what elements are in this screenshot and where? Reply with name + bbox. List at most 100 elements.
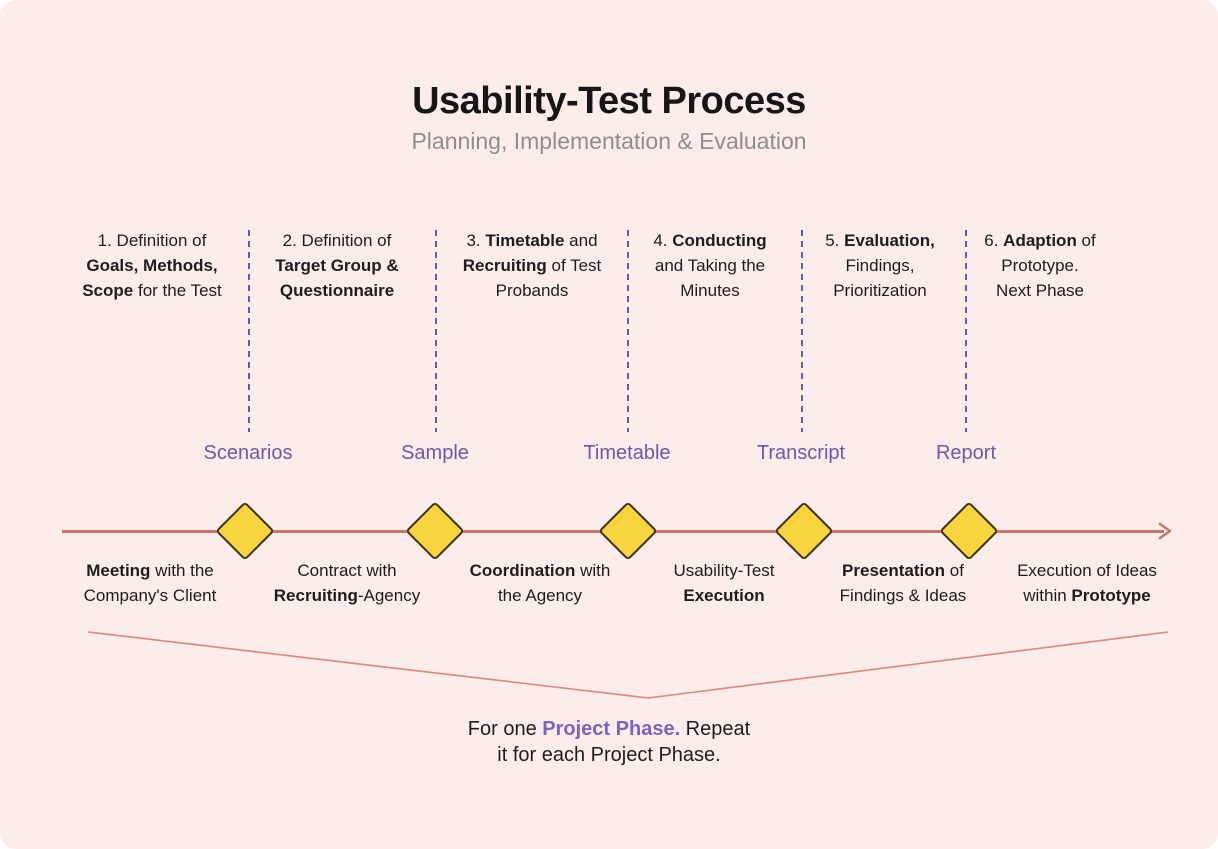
milestone-label-6: Execution of Ideas within Prototype [982, 558, 1192, 608]
text-segment: and Taking the [654, 256, 766, 275]
milestone-line: Coordination with [435, 558, 645, 583]
text-segment: Questionnaire [279, 281, 395, 300]
milestone-line: within Prototype [982, 583, 1192, 608]
phase-description-3: 3. Timetable and Recruiting of Test Prob… [427, 228, 637, 303]
text-segment: Timetable [485, 231, 565, 250]
phase-line: Probands [427, 278, 637, 303]
text-segment: Execution [683, 586, 765, 605]
milestone-line: Execution [619, 583, 829, 608]
text-segment: 2. Definition of [282, 231, 392, 250]
text-segment: Target Group & [275, 256, 399, 275]
phase-line: Findings, [775, 253, 985, 278]
milestone-line: Meeting with the [45, 558, 255, 583]
phase-line: Prioritization [775, 278, 985, 303]
text-segment: with [575, 561, 611, 580]
text-segment: Recruiting [462, 256, 547, 275]
phase-line: Target Group & [232, 253, 442, 278]
text-segment: Presentation [842, 561, 946, 580]
phase-line: 6. Adaption of [935, 228, 1145, 253]
milestone-diamond-icon [598, 501, 658, 561]
text-segment: Recruiting [273, 586, 358, 605]
text-segment: Adaption [1003, 231, 1077, 250]
artifact-label-report: Report [935, 442, 997, 464]
milestone-label-3: Coordination with the Agency [435, 558, 645, 608]
footer-note: For one Project Phase. Repeat it for eac… [0, 716, 1218, 768]
text-segment: Repeat [680, 718, 751, 740]
text-segment: Conducting [672, 231, 767, 250]
text-segment: 5. [825, 231, 845, 250]
text-segment: 1. Definition of [97, 231, 207, 250]
phase-line: 3. Timetable and [427, 228, 637, 253]
text-segment: Next Phase [996, 281, 1084, 300]
phase-description-1: 1. Definition of Goals, Methods, Scope f… [47, 228, 257, 303]
text-segment: Usability-Test [673, 561, 775, 580]
text-segment: of [945, 561, 964, 580]
text-segment: Meeting [86, 561, 151, 580]
text-segment: Scope [82, 281, 134, 300]
milestone-label-5: Presentation of Findings & Ideas [798, 558, 1008, 608]
milestone-line: Company's Client [45, 583, 255, 608]
phase-line: 1. Definition of [47, 228, 257, 253]
text-segment: Project Phase. [542, 718, 681, 740]
milestone-diamond-icon [215, 501, 275, 561]
text-segment: Goals, Methods, [86, 256, 218, 275]
text-segment: -Agency [357, 586, 421, 605]
text-segment: within [1023, 586, 1072, 605]
milestone-label-2: Contract with Recruiting-Agency [242, 558, 452, 608]
text-segment: 6. [984, 231, 1004, 250]
phase-line: Goals, Methods, [47, 253, 257, 278]
text-segment: of Test [546, 256, 602, 275]
milestone-label-4: Usability-Test Execution [619, 558, 829, 608]
text-segment: Minutes [680, 281, 740, 300]
phase-line: and Taking the [605, 253, 815, 278]
milestone-diamond-icon [774, 501, 834, 561]
phase-description-2: 2. Definition of Target Group & Question… [232, 228, 442, 303]
phase-separator-dashed-line [248, 230, 250, 432]
milestone-diamond-icon [405, 501, 465, 561]
text-segment: and [564, 231, 598, 250]
text-segment: Execution of Ideas [1017, 561, 1157, 580]
phase-line: Next Phase [935, 278, 1145, 303]
milestone-line: Findings & Ideas [798, 583, 1008, 608]
text-segment: with the [150, 561, 214, 580]
text-segment: For one [467, 718, 543, 740]
footer-line: For one Project Phase. Repeat [0, 716, 1218, 742]
artifact-label-transcript: Transcript [756, 442, 846, 464]
phase-line: Minutes [605, 278, 815, 303]
text-segment: 4. [653, 231, 673, 250]
footer-line: it for each Project Phase. [0, 742, 1218, 768]
page-subtitle: Planning, Implementation & Evaluation [411, 128, 807, 154]
phase-line: 5. Evaluation, [775, 228, 985, 253]
phase-separator-dashed-line [435, 230, 437, 432]
text-segment: of [1076, 231, 1096, 250]
text-segment: Prototype. [1001, 256, 1079, 275]
artifact-label-sample: Sample [401, 442, 469, 464]
artifact-label-scenarios: Scenarios [203, 442, 293, 464]
text-segment: 3. [466, 231, 486, 250]
phase-line: Recruiting of Test [427, 253, 637, 278]
phase-separator-dashed-line [965, 230, 967, 432]
phase-line: 2. Definition of [232, 228, 442, 253]
phase-line: Scope for the Test [47, 278, 257, 303]
text-segment: the Agency [497, 586, 583, 605]
arrow-right-icon [1158, 522, 1172, 540]
milestone-label-1: Meeting with the Company's Client [45, 558, 255, 608]
text-segment: Evaluation, [844, 231, 935, 250]
phase-line: Questionnaire [232, 278, 442, 303]
text-segment: Prototype [1071, 586, 1151, 605]
milestone-line: Contract with [242, 558, 452, 583]
text-segment: Company's Client [83, 586, 217, 605]
text-segment: Probands [495, 281, 569, 300]
phase-separator-dashed-line [801, 230, 803, 432]
text-segment: Findings & Ideas [839, 586, 967, 605]
phase-line: 4. Conducting [605, 228, 815, 253]
text-segment: Contract with [297, 561, 397, 580]
text-segment: Findings, [845, 256, 915, 275]
page-title: Usability-Test Process [412, 80, 806, 122]
text-segment: Prioritization [833, 281, 927, 300]
milestone-line: Presentation of [798, 558, 1008, 583]
phase-description-4: 4. Conducting and Taking the Minutes [605, 228, 815, 303]
phase-line: Prototype. [935, 253, 1145, 278]
text-segment: for the Test [133, 281, 222, 300]
